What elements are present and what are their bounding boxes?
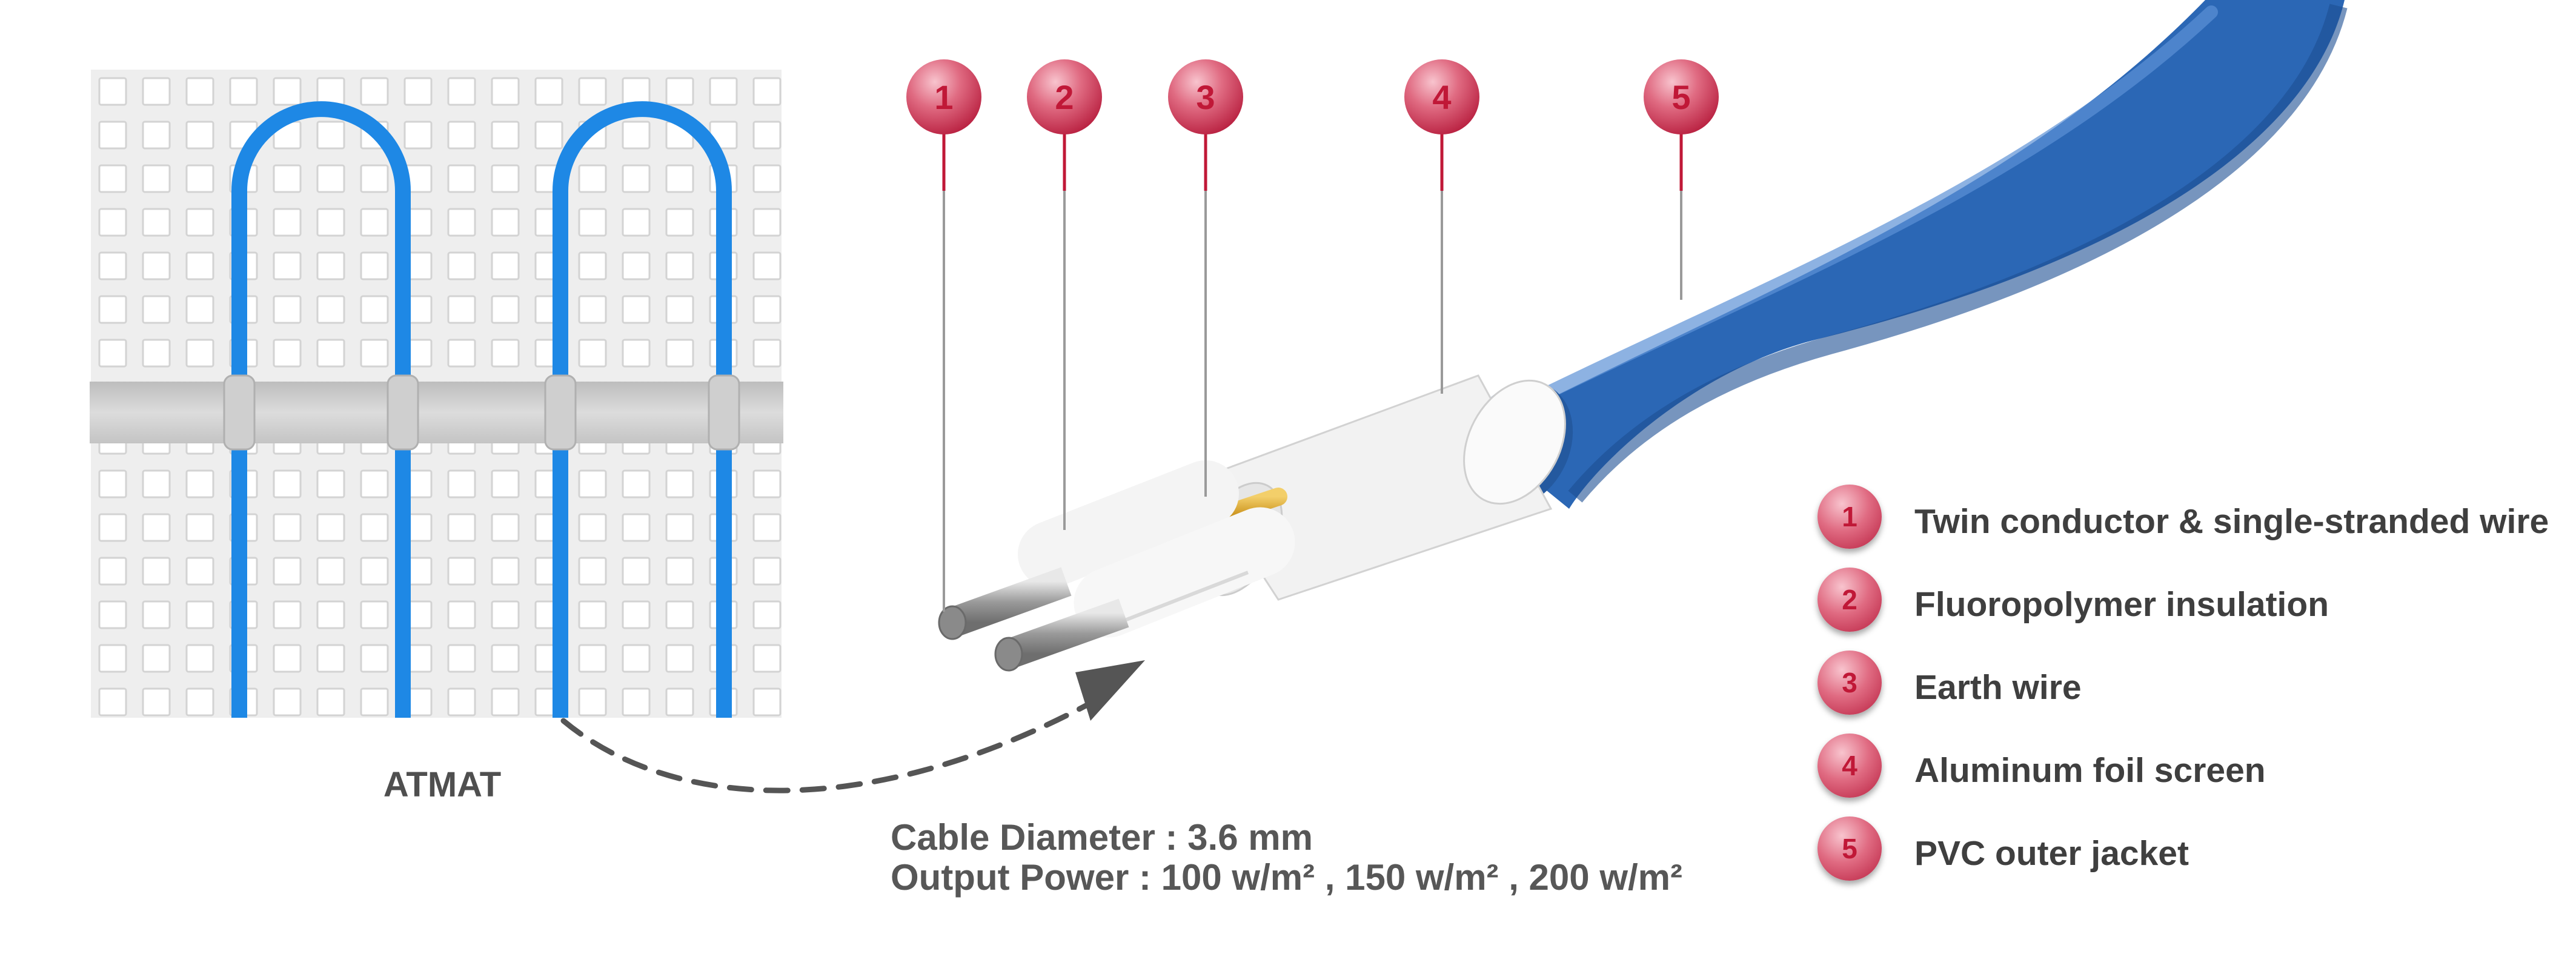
legend-badge: 3 bbox=[1817, 651, 1882, 715]
cable-specs: Cable Diameter : 3.6 mm Output Power : 1… bbox=[891, 818, 1682, 898]
mat-heating-cable bbox=[231, 101, 732, 718]
legend-number: 4 bbox=[1842, 750, 1857, 781]
cable-conductor-upper bbox=[947, 567, 1072, 637]
callout-2-number: 2 bbox=[1055, 78, 1074, 116]
output-power: Output Power : 100 w/m² , 150 w/m² , 200… bbox=[891, 857, 1682, 898]
cable-foil-end bbox=[1463, 379, 1566, 505]
callout-5-number: 5 bbox=[1671, 78, 1690, 116]
callout-1: 1 bbox=[906, 59, 981, 612]
legend-number: 5 bbox=[1842, 833, 1857, 864]
cable-insulation-lower bbox=[1074, 507, 1295, 638]
cable-insulation-upper bbox=[1018, 460, 1239, 588]
cable-conductor-lower bbox=[1003, 598, 1129, 669]
mat-tape-strip bbox=[90, 382, 783, 443]
callout-4: 4 bbox=[1404, 59, 1479, 394]
legend-item-5: 5 PVC outer jacket bbox=[1817, 816, 2563, 883]
legend-number: 1 bbox=[1842, 501, 1857, 532]
legend-text: Earth wire bbox=[1914, 668, 2082, 707]
legend-item-2: 2 Fluoropolymer insulation bbox=[1817, 568, 2563, 634]
callout-5: 5 bbox=[1644, 59, 1719, 300]
legend-text: Fluoropolymer insulation bbox=[1914, 585, 2329, 624]
cable-jacket-highlight bbox=[1490, 5, 2218, 425]
conductor-upper-end bbox=[938, 605, 967, 640]
legend-text: Aluminum foil screen bbox=[1914, 751, 2266, 790]
cable-diameter: Cable Diameter : 3.6 mm bbox=[891, 817, 1313, 858]
callouts: 1 2 3 4 bbox=[906, 59, 1719, 612]
legend-item-3: 3 Earth wire bbox=[1817, 651, 2563, 717]
cable-pvc-jacket bbox=[1478, 0, 2345, 509]
callout-4-number: 4 bbox=[1432, 78, 1451, 116]
callout-1-number: 1 bbox=[934, 78, 953, 116]
legend-number: 3 bbox=[1842, 667, 1857, 698]
conductor-lower-end bbox=[994, 637, 1023, 672]
arrow-head-icon bbox=[1075, 660, 1145, 721]
legend-text: PVC outer jacket bbox=[1914, 834, 2189, 873]
heating-mat bbox=[90, 70, 783, 718]
cable-illustration bbox=[938, 0, 2348, 672]
callout-3-number: 3 bbox=[1196, 78, 1215, 116]
cable-jacket-shade bbox=[1568, 4, 2348, 503]
mat-cable-clips bbox=[223, 374, 740, 451]
legend-item-1: 1 Twin conductor & single-stranded wire bbox=[1817, 485, 2563, 551]
legend-badge: 4 bbox=[1817, 733, 1882, 798]
callout-3: 3 bbox=[1168, 59, 1243, 497]
legend-number: 2 bbox=[1842, 584, 1857, 615]
legend-badge: 5 bbox=[1817, 816, 1882, 881]
legend-badge: 2 bbox=[1817, 568, 1882, 632]
legend-text: Twin conductor & single-stranded wire bbox=[1914, 502, 2549, 541]
mat-label: ATMAT bbox=[383, 765, 502, 804]
legend-item-4: 4 Aluminum foil screen bbox=[1817, 733, 2563, 800]
callout-2: 2 bbox=[1027, 59, 1102, 530]
legend-badge: 1 bbox=[1817, 485, 1882, 549]
zoom-arrow bbox=[560, 694, 1106, 793]
